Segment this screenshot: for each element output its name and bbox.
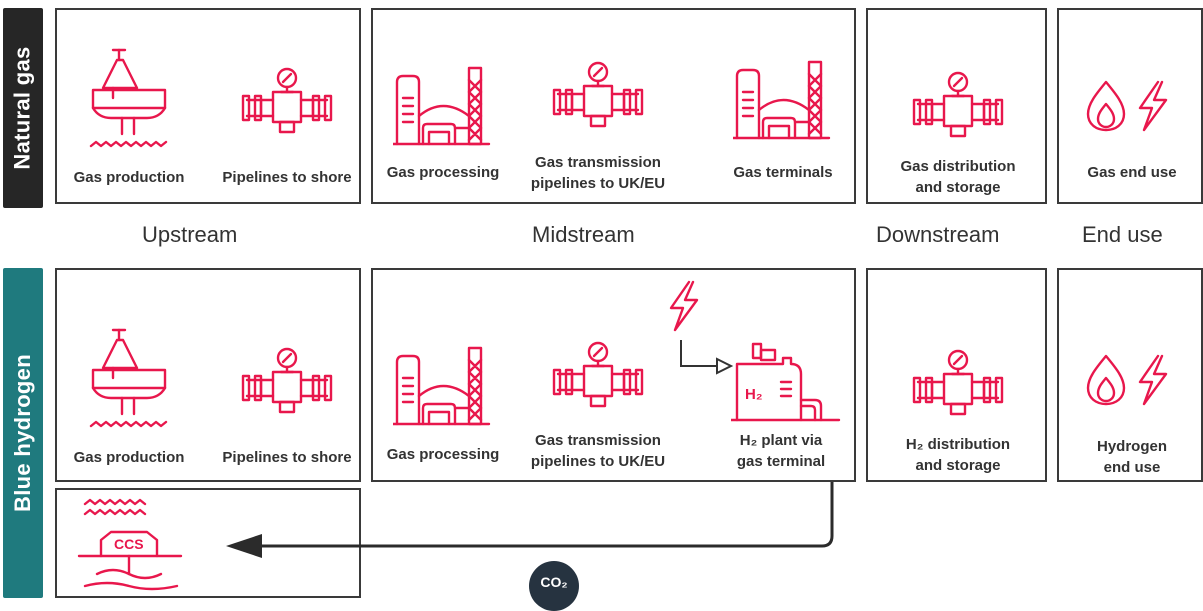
ng-upstream-box: Gas production Pipelines to shore	[55, 8, 361, 204]
gas-production-label: Gas production	[73, 449, 185, 466]
stage-midstream: Midstream	[532, 222, 635, 247]
gas-distribution-line1: Gas distribution	[900, 158, 1016, 175]
gas-processing-label: Gas processing	[386, 164, 500, 181]
stage-end-use: End use	[1082, 222, 1163, 247]
h2-distribution-label: H₂ distribution and storage	[906, 434, 1010, 476]
pipeline-valve-icon	[237, 346, 337, 426]
gas-terminals-label: Gas terminals	[733, 164, 833, 181]
offshore-platform-icon	[89, 326, 169, 436]
lightning-icon	[1134, 354, 1170, 406]
ccs-box: CCS	[55, 488, 361, 598]
ccs-storage-icon	[77, 498, 183, 591]
stage-downstream: Downstream	[876, 222, 1000, 247]
gas-transmission-line1: Gas transmission	[535, 432, 661, 449]
co2-label: CO₂	[540, 574, 568, 590]
gas-plant-icon	[393, 346, 493, 426]
flame-icon	[1086, 354, 1126, 406]
offshore-platform-icon	[89, 46, 169, 156]
gas-plant-icon	[733, 60, 833, 140]
h2-plant-line1: H₂ plant via	[739, 432, 823, 449]
hydrogen-end-use-label: Hydrogen end use	[1097, 436, 1167, 478]
ng-midstream-box: Gas processing Gas transmission pipeline…	[371, 8, 856, 204]
hydrogen-end-use-line2: end use	[1103, 459, 1161, 476]
h2-plant-line2: gas terminal	[736, 453, 826, 470]
h2-symbol: H₂	[745, 386, 763, 403]
bh-downstream-box: H₂ distribution and storage	[866, 268, 1047, 482]
h2-distribution-line2: and storage	[915, 457, 1001, 474]
gas-transmission-line2: pipelines to UK/EU	[530, 175, 666, 192]
h2-distribution-line1: H₂ distribution	[905, 436, 1011, 453]
gas-plant-icon	[393, 66, 493, 146]
gas-end-use-label: Gas end use	[1087, 164, 1177, 181]
hydrogen-end-use-line1: Hydrogen	[1096, 438, 1168, 455]
gas-transmission-label: Gas transmission pipelines to UK/EU	[531, 152, 665, 194]
pipelines-to-shore-label: Pipelines to shore	[222, 169, 352, 186]
pipeline-valve-icon	[548, 60, 648, 140]
gas-transmission-label: Gas transmission pipelines to UK/EU	[531, 430, 665, 472]
ccs-label: CCS	[114, 536, 144, 552]
bh-end-use-box: Hydrogen end use	[1057, 268, 1203, 482]
gas-processing-label: Gas processing	[386, 446, 500, 463]
blue-hydrogen-row-label: Blue hydrogen	[3, 268, 43, 598]
ng-end-use-box: Gas end use	[1057, 8, 1203, 204]
pipeline-valve-icon	[908, 348, 1008, 428]
lightning-icon	[665, 280, 701, 332]
gas-distribution-label: Gas distribution and storage	[900, 156, 1015, 198]
co2-badge: CO₂	[529, 561, 579, 611]
stage-upstream: Upstream	[142, 222, 238, 247]
arrow-right-icon	[680, 340, 734, 375]
h2-plant-icon	[731, 342, 841, 422]
lightning-icon	[1134, 80, 1170, 132]
blue-hydrogen-label: Blue hydrogen	[10, 354, 36, 512]
natural-gas-label: Natural gas	[10, 46, 35, 170]
bh-upstream-box: Gas production Pipelines to shore	[55, 268, 361, 482]
gas-distribution-line2: and storage	[915, 179, 1001, 196]
gas-production-label: Gas production	[73, 169, 185, 186]
pipeline-valve-icon	[237, 66, 337, 146]
gas-transmission-line2: pipelines to UK/EU	[530, 453, 666, 470]
pipeline-valve-icon	[548, 340, 648, 420]
bh-midstream-box: Gas processing Gas transmission pipeline…	[371, 268, 856, 482]
natural-gas-row-label: Natural gas	[3, 8, 43, 208]
pipelines-to-shore-label: Pipelines to shore	[222, 449, 352, 466]
pipeline-valve-icon	[908, 70, 1008, 150]
flame-icon	[1086, 80, 1126, 132]
h2-plant-label: H₂ plant via gas terminal	[737, 430, 825, 472]
gas-transmission-line1: Gas transmission	[535, 154, 661, 171]
ng-downstream-box: Gas distribution and storage	[866, 8, 1047, 204]
